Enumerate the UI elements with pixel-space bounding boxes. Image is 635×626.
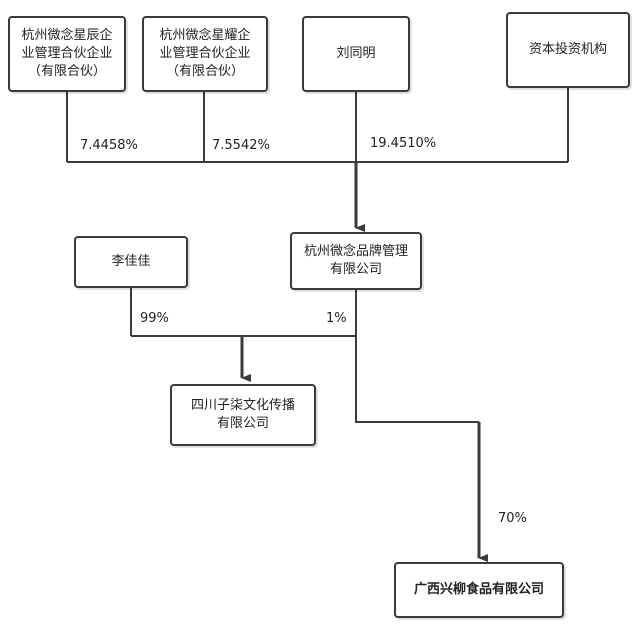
node-xingyao-label: 杭州微念星耀企 业管理合伙企业 （有限合伙） bbox=[159, 28, 251, 79]
pct-xingyao: 7.5542% bbox=[212, 138, 270, 153]
pct-xingchen: 7.4458% bbox=[80, 138, 138, 153]
node-lijiajia: 李佳佳 bbox=[74, 236, 188, 288]
node-liutongming-label: 刘同明 bbox=[336, 46, 376, 61]
node-capital: 资本投资机构 bbox=[506, 12, 630, 88]
node-sichuan: 四川子柒文化传播 有限公司 bbox=[170, 384, 316, 446]
node-sichuan-label: 四川子柒文化传播 有限公司 bbox=[190, 398, 295, 431]
pct-weinian-to-sichuan: 1% bbox=[326, 311, 347, 326]
pct-weinian-to-guangxi: 70% bbox=[498, 511, 527, 526]
node-weinian: 杭州微念品牌管理 有限公司 bbox=[290, 232, 422, 290]
node-xingchen: 杭州微念星辰企 业管理合伙企业 （有限合伙） bbox=[8, 16, 126, 92]
node-liutongming: 刘同明 bbox=[302, 16, 410, 92]
node-xingchen-label: 杭州微念星辰企 业管理合伙企业 （有限合伙） bbox=[21, 28, 113, 79]
node-lijiajia-label: 李佳佳 bbox=[111, 254, 151, 269]
pct-lijiajia: 99% bbox=[140, 311, 169, 326]
node-guangxi: 广西兴柳食品有限公司 bbox=[394, 562, 564, 618]
line-weinian-to-guangxi bbox=[355, 336, 479, 423]
pct-liutongming: 19.4510% bbox=[370, 136, 437, 151]
node-xingyao: 杭州微念星耀企 业管理合伙企业 （有限合伙） bbox=[142, 16, 268, 92]
node-weinian-label: 杭州微念品牌管理 有限公司 bbox=[303, 244, 408, 277]
node-capital-label: 资本投资机构 bbox=[528, 42, 607, 57]
node-guangxi-label: 广西兴柳食品有限公司 bbox=[413, 582, 544, 597]
